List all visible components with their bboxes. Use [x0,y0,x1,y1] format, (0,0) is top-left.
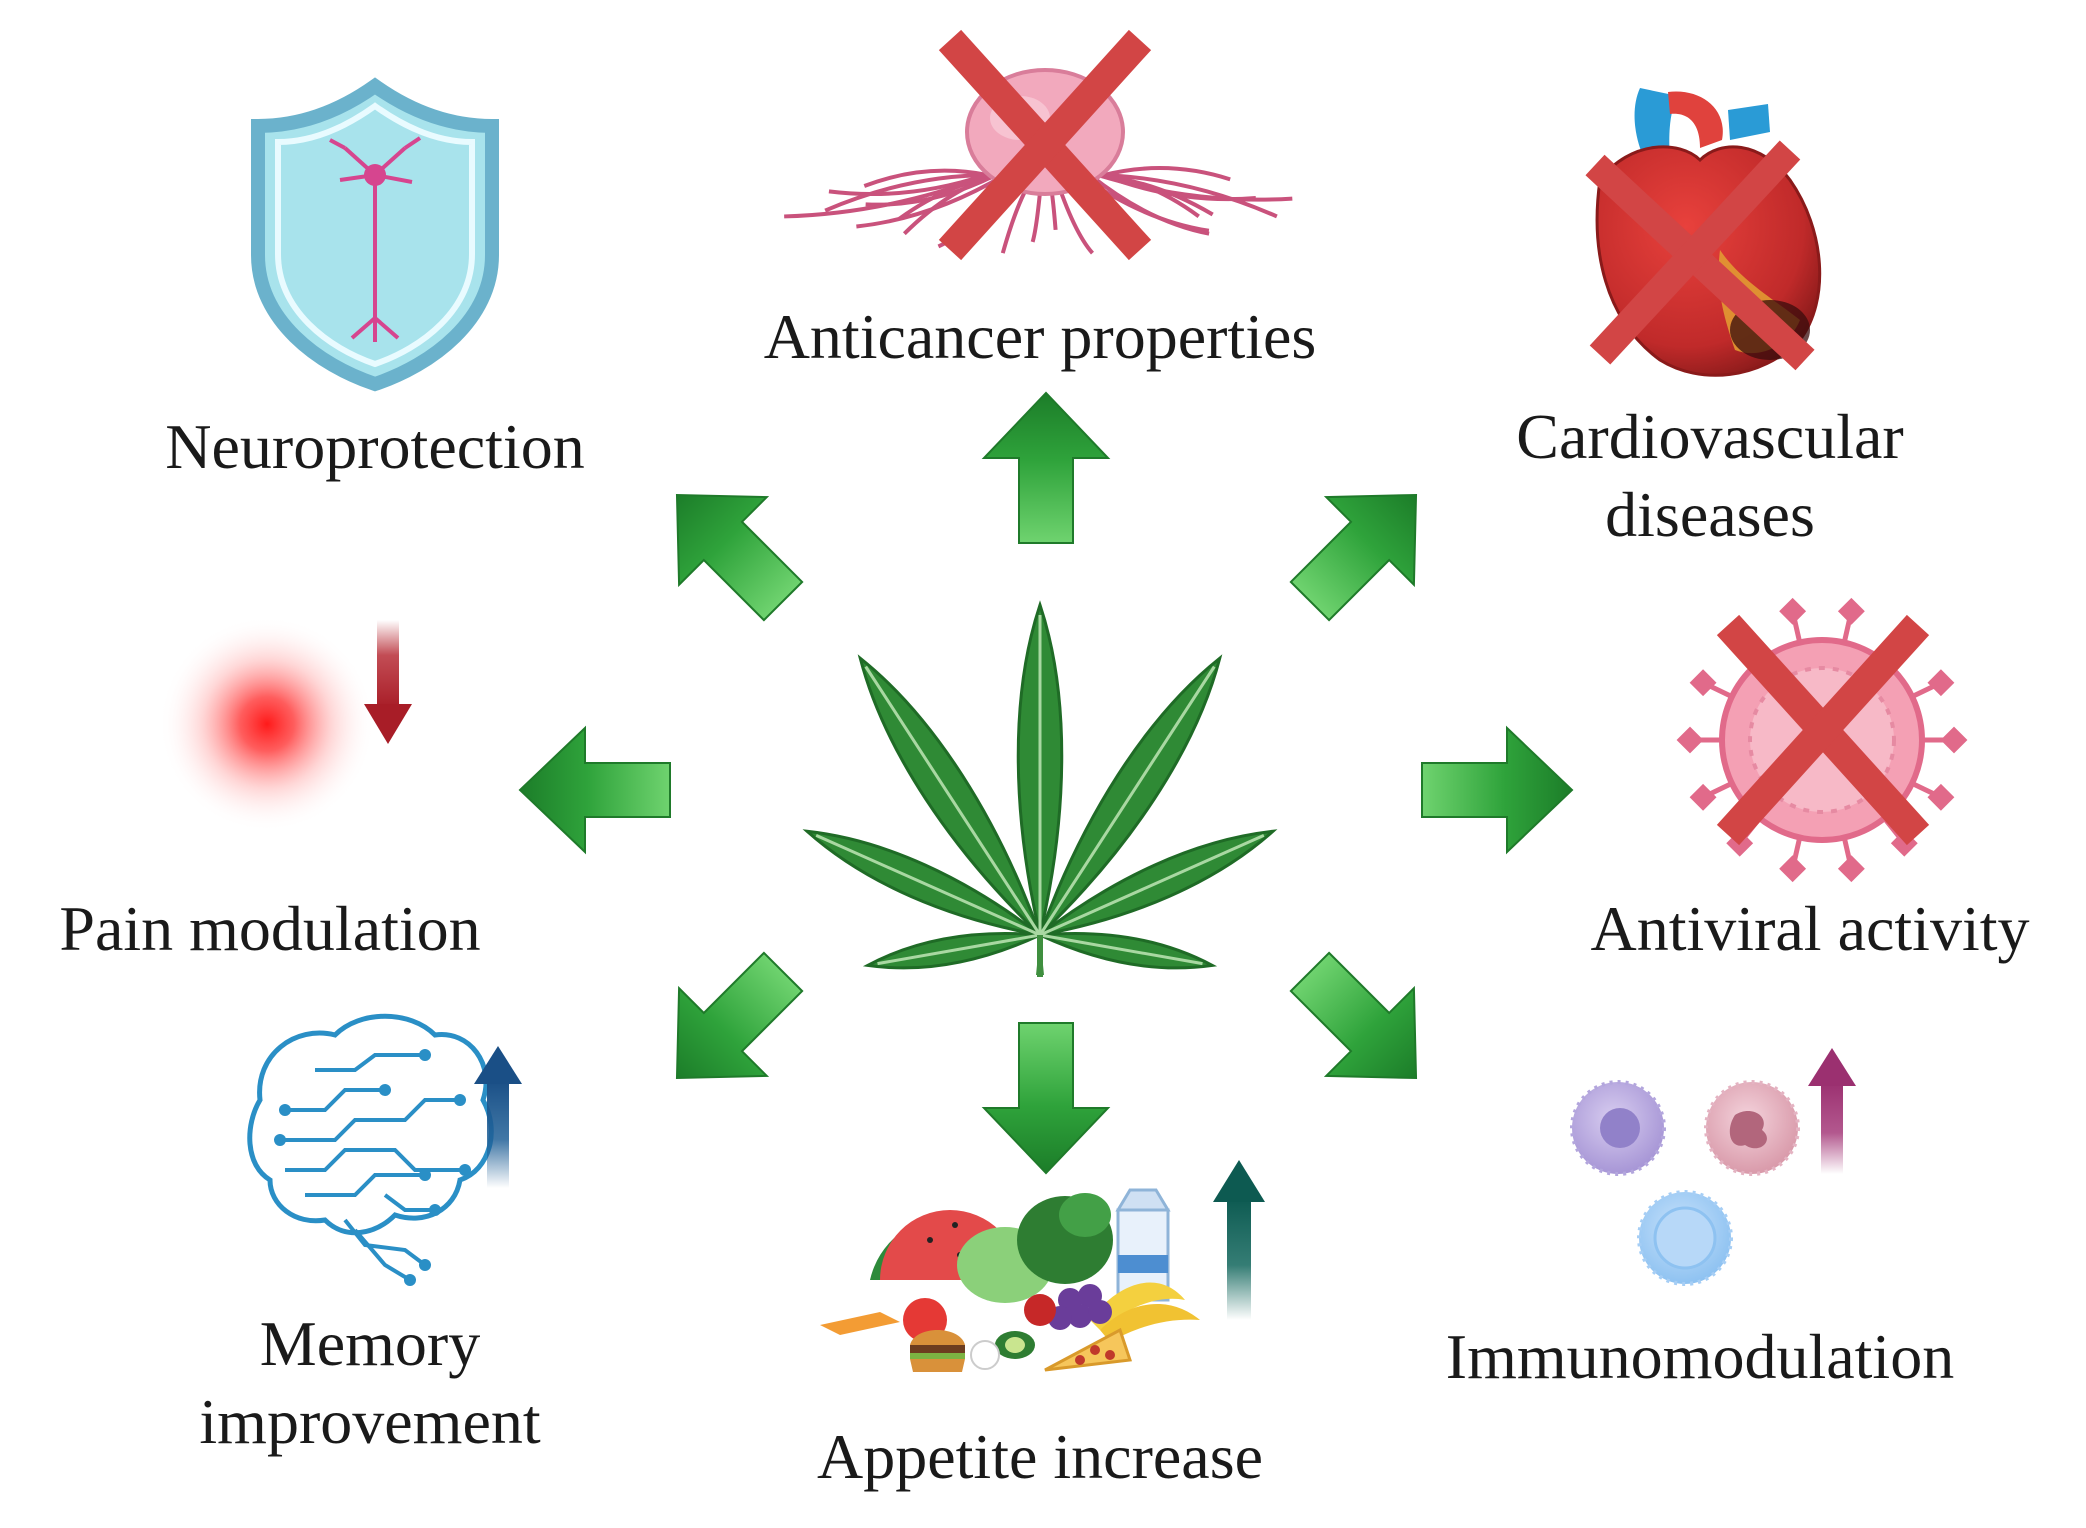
pain-spot-icon [159,616,375,832]
tumor-tendril [863,168,988,188]
tumor-tendril [824,172,993,213]
label-appetite: Appetite increase [760,1418,1320,1496]
virus-spike-tip [1837,855,1865,883]
memory-up-arrow-icon [474,1046,522,1188]
heart-crossed-icon [1585,88,1822,377]
virus-spike-tip [1676,726,1704,754]
appetite-up-arrow-icon [1213,1160,1265,1320]
tumor-tendril [1103,166,1231,182]
label-cardiovascular: Cardiovascular diseases [1450,398,1970,554]
label-line: Antiviral activity [1590,893,2030,964]
label-neuroprotection: Neuroprotection [135,408,615,486]
label-line: Neuroprotection [165,411,585,482]
virus-spike-tip [1689,669,1717,697]
pain-down-arrow-icon [364,620,412,744]
circuit-brain-icon [247,1013,494,1286]
arrow-to-pain-icon [518,725,671,855]
tumor-tendril [828,173,987,197]
label-line: Pain modulation [59,893,481,964]
tumor-tendril [784,173,991,219]
food-pile-icon [820,1188,1200,1372]
label-line: diseases [1605,479,1815,551]
tumor-tendril [1097,173,1293,202]
label-antiviral: Antiviral activity [1560,890,2060,968]
virus-spike-tip [1779,855,1807,883]
label-line: Appetite increase [817,1421,1263,1492]
virus-spike-tip [1927,783,1955,811]
virus-crossed-icon [1676,597,1968,883]
virus-spike-tip [1837,597,1865,625]
tumor-tendril [1100,173,1278,219]
virus-spike-tip [1940,726,1968,754]
arrow-to-appetite-icon [981,1022,1111,1175]
cannabis-leaf-icon [802,600,1278,977]
label-line: Cardiovascular [1516,401,1904,472]
label-immunomodulation: Immunomodulation [1400,1318,2000,1396]
label-line: Immunomodulation [1445,1321,1955,1392]
immune-cells-icon [1570,1080,1800,1286]
arrow-to-memory-icon [675,951,804,1080]
label-line: improvement [199,1386,541,1458]
immuno-up-arrow-icon [1808,1048,1856,1174]
label-pain-modulation: Pain modulation [20,890,520,968]
label-line: Anticancer properties [763,301,1317,372]
arrow-to-anticancer-icon [981,391,1111,544]
arrow-to-antiviral-icon [1421,725,1574,855]
neuron-shield-icon [251,77,499,392]
virus-spike-tip [1689,783,1717,811]
arrow-to-neuroprotection-icon [675,493,804,622]
virus-spike-tip [1779,597,1807,625]
label-line: Memory [259,1308,481,1379]
arrow-to-immuno-icon [1289,951,1418,1080]
tumor-crossed-icon [784,29,1293,261]
label-anticancer: Anticancer properties [700,298,1380,376]
virus-spike-tip [1927,669,1955,697]
arrow-to-cardiovascular-icon [1289,493,1418,622]
label-memory: Memory improvement [150,1305,590,1461]
